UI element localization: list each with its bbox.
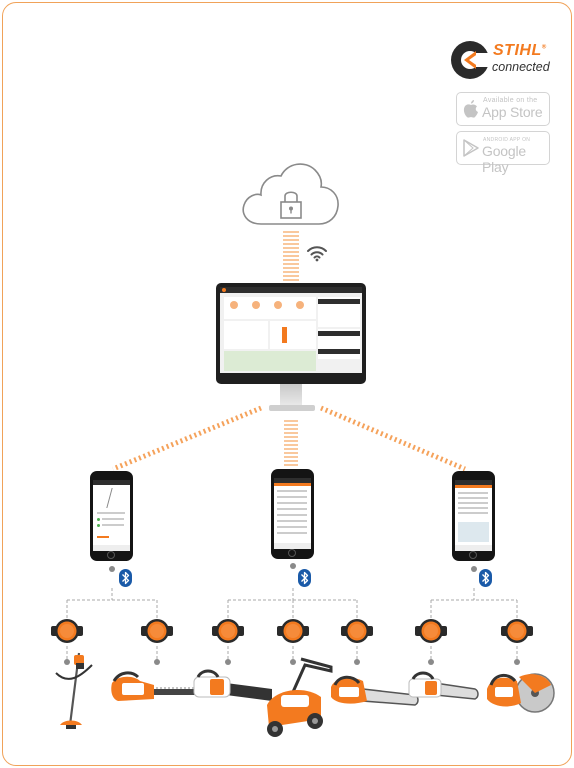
hedge-trimmer-icon bbox=[111, 671, 216, 701]
google-play-small-text: ANDROID APP ON bbox=[483, 137, 531, 143]
phone-node-left bbox=[109, 566, 115, 572]
tool-node bbox=[154, 659, 160, 665]
phone-node-center bbox=[290, 563, 296, 569]
bluetooth-icon bbox=[301, 571, 309, 585]
phone-screen-right bbox=[455, 480, 492, 551]
app-store-big-text: App Store bbox=[482, 104, 543, 120]
wifi-icon bbox=[307, 246, 327, 262]
tool-node bbox=[290, 659, 296, 665]
tool-node bbox=[428, 659, 434, 665]
play-triangle-icon bbox=[463, 139, 479, 157]
bluetooth-badge-right bbox=[479, 569, 492, 587]
battery-chainsaw-icon bbox=[408, 671, 479, 700]
app-store-small-text: Available on the bbox=[483, 97, 538, 104]
sensor-icon bbox=[341, 619, 373, 643]
brand-name: STIHL® bbox=[493, 42, 547, 59]
sensor-icon bbox=[212, 619, 244, 643]
cloud-monitor-link bbox=[283, 231, 299, 281]
smartphone-center bbox=[271, 469, 314, 559]
desktop-monitor bbox=[216, 283, 366, 384]
sensor-icon bbox=[277, 619, 309, 643]
app-store-badge[interactable]: Available on the App Store bbox=[456, 92, 550, 126]
brand-tagline: connected bbox=[492, 60, 550, 74]
lawn-mower-icon bbox=[267, 657, 333, 737]
sensor-icon bbox=[415, 619, 447, 643]
bluetooth-badge-center bbox=[298, 569, 311, 587]
smartphone-left bbox=[90, 471, 133, 561]
chainsaw-icon bbox=[331, 675, 419, 706]
sensor-icon bbox=[51, 619, 83, 643]
bluetooth-badge-left bbox=[119, 569, 132, 587]
apple-icon bbox=[463, 100, 478, 118]
stihl-connected-logo: STIHL® connected bbox=[450, 40, 554, 80]
smartphone-right bbox=[452, 471, 495, 561]
dashboard-screen bbox=[220, 287, 362, 373]
bluetooth-icon bbox=[122, 571, 130, 585]
phone-screen-center bbox=[274, 478, 311, 549]
leaf-blower-icon bbox=[193, 669, 272, 701]
monitor-phone-links bbox=[112, 405, 466, 472]
tool-node bbox=[64, 659, 70, 665]
bluetooth-icon bbox=[482, 571, 490, 585]
phone-screen-left bbox=[93, 480, 130, 551]
google-play-badge[interactable]: ANDROID APP ON Google Play bbox=[456, 131, 550, 175]
tool-node bbox=[354, 659, 360, 665]
cut-off-saw-icon bbox=[487, 673, 555, 713]
sensor-icon bbox=[501, 619, 533, 643]
sensor-icon bbox=[141, 619, 173, 643]
google-play-big-text: Google Play bbox=[482, 143, 526, 175]
tool-node bbox=[514, 659, 520, 665]
brushcutter-icon bbox=[55, 652, 93, 729]
cloud-lock-icon bbox=[242, 163, 339, 225]
sensor-tree-lines bbox=[66, 588, 518, 660]
monitor-stand bbox=[280, 384, 302, 406]
phone-node-right bbox=[471, 566, 477, 572]
stihl-c-logo-icon bbox=[451, 41, 490, 79]
monitor-base bbox=[269, 405, 315, 411]
tool-node bbox=[225, 659, 231, 665]
